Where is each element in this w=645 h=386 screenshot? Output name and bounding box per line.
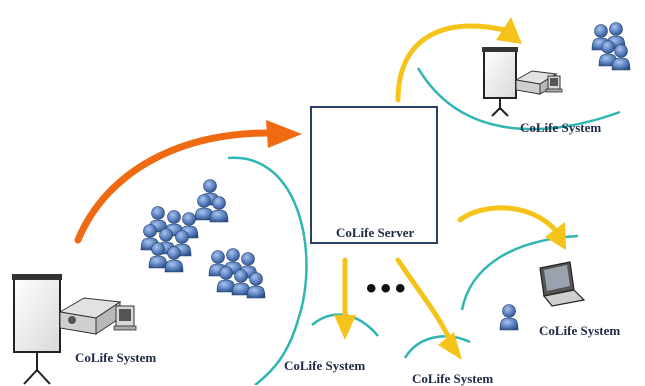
projector-screen-icon bbox=[12, 274, 62, 385]
laptop-icon bbox=[539, 261, 586, 307]
ellipsis: ••• bbox=[366, 272, 410, 305]
arrowhead bbox=[334, 315, 356, 340]
computer-icon bbox=[545, 75, 563, 93]
user-group-icon bbox=[591, 22, 631, 71]
arrowhead bbox=[266, 120, 302, 148]
projector-icon bbox=[58, 297, 122, 335]
system-label: CoLife System bbox=[75, 350, 157, 365]
projector-screen-icon bbox=[482, 47, 518, 117]
main-arrow bbox=[74, 129, 274, 244]
wave-curve bbox=[403, 335, 471, 359]
user-group-icon bbox=[140, 179, 266, 299]
wave-curve bbox=[227, 156, 308, 385]
wave-curve bbox=[416, 67, 621, 131]
server-node bbox=[310, 106, 438, 244]
arrow-to-bottom-right bbox=[395, 257, 451, 339]
arrow-to-laptop bbox=[457, 205, 560, 235]
system-label: CoLife System bbox=[520, 120, 602, 135]
server-label: CoLife Server bbox=[336, 225, 415, 240]
arrowhead bbox=[545, 222, 566, 250]
projector-icon bbox=[514, 70, 558, 95]
arrowhead bbox=[438, 332, 462, 360]
system-label: CoLife System bbox=[284, 358, 366, 373]
user-icon bbox=[499, 304, 519, 331]
system-label: CoLife System bbox=[539, 323, 621, 338]
computer-icon bbox=[113, 305, 137, 331]
system-label: CoLife System bbox=[412, 371, 494, 386]
arrowhead bbox=[496, 17, 522, 44]
arrow-to-top-right bbox=[395, 23, 508, 103]
